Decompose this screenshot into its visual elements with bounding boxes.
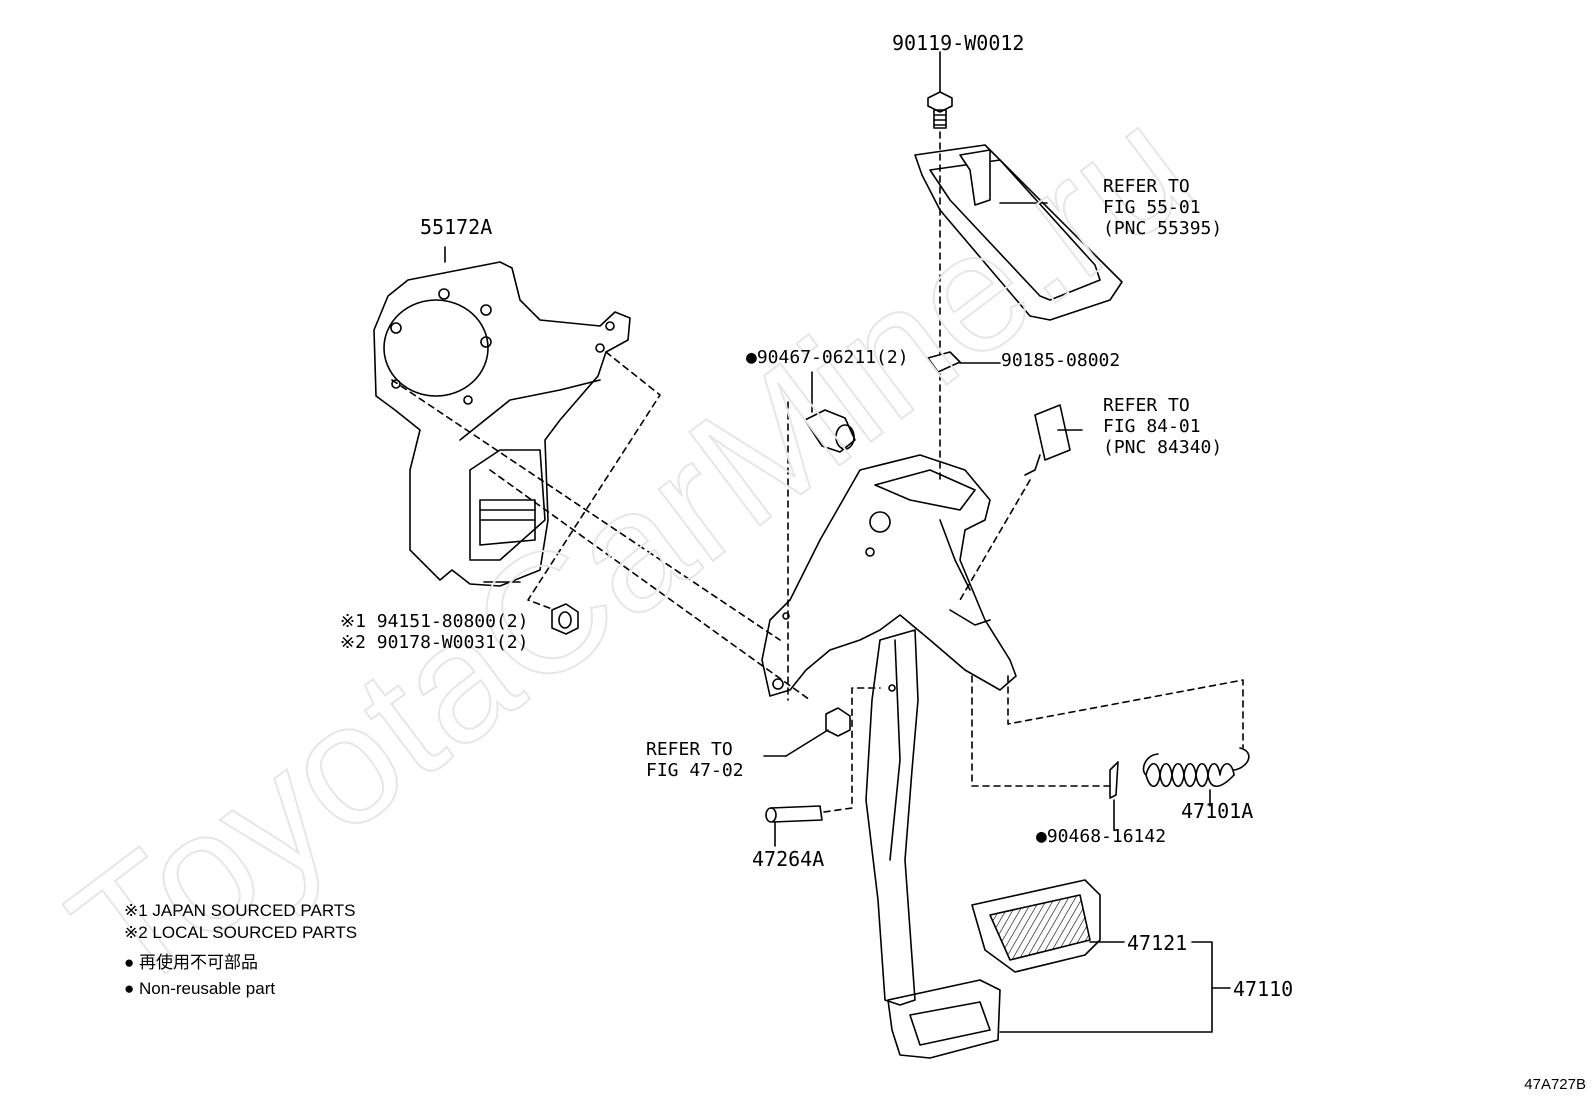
legend-japan-sourced: ※1 JAPAN SOURCED PARTS	[124, 901, 356, 920]
label-47101A: 47101A	[1181, 799, 1254, 823]
bracket-55172A-part	[373, 246, 631, 587]
spring-47101A-part	[1142, 747, 1250, 807]
legend-local-sourced: ※2 LOCAL SOURCED PARTS	[124, 923, 358, 942]
non-reusable-dot-icon	[746, 347, 757, 368]
label-55172A: 55172A	[420, 215, 493, 239]
switch-84340-part	[1024, 404, 1083, 476]
non-reusable-dot-icon	[124, 979, 134, 998]
legend-non-reusable-en: Non-reusable part	[124, 978, 275, 999]
non-reusable-dot-icon	[1036, 826, 1047, 847]
upper-bracket-part	[914, 144, 1123, 321]
diagram-code: 47A727B	[1524, 1076, 1586, 1093]
pedal-pad-bottom-part	[887, 979, 1001, 1059]
legend-non-reusable-jp: 再使用不可部品	[124, 952, 258, 973]
bolt-90119-part	[927, 91, 953, 129]
label-refer84-line1: REFER TO	[1103, 395, 1190, 416]
pedal-support-part	[761, 454, 1017, 697]
label-refer84-line2: FIG 84-01	[1103, 416, 1201, 437]
switch-90467-part	[804, 371, 856, 453]
label-90119: 90119-W0012	[892, 31, 1025, 55]
label-47264A: 47264A	[752, 847, 825, 871]
label-47110: 47110	[1233, 977, 1294, 1001]
pin-47264A-part	[765, 805, 823, 847]
label-refer55-line2: FIG 55-01	[1103, 197, 1201, 218]
label-refer55-line3: (PNC 55395)	[1103, 218, 1223, 239]
label-47121: 47121	[1127, 931, 1188, 955]
nut-94151-part	[551, 603, 579, 635]
label-90467: 90467-06211(2)	[746, 347, 909, 368]
label-90185: 90185-08002	[1001, 350, 1121, 371]
non-reusable-dot-icon	[124, 953, 134, 972]
clip-90468-part	[1109, 761, 1119, 831]
pedal-arm-part	[865, 629, 919, 1006]
label-90468: 90468-16142	[1036, 826, 1166, 847]
label-refer55-line1: REFER TO	[1103, 176, 1190, 197]
label-refer47-line2: FIG 47-02	[646, 760, 744, 781]
pedal-pad-47121-part	[971, 879, 1101, 973]
label-94151: ※1 94151-80800(2)	[340, 611, 529, 632]
nut-47-02-part	[763, 707, 851, 757]
clip-90185-part	[927, 351, 1001, 373]
label-refer47-line1: REFER TO	[646, 739, 733, 760]
label-refer84-line3: (PNC 84340)	[1103, 437, 1223, 458]
label-90178: ※2 90178-W0031(2)	[340, 632, 529, 653]
